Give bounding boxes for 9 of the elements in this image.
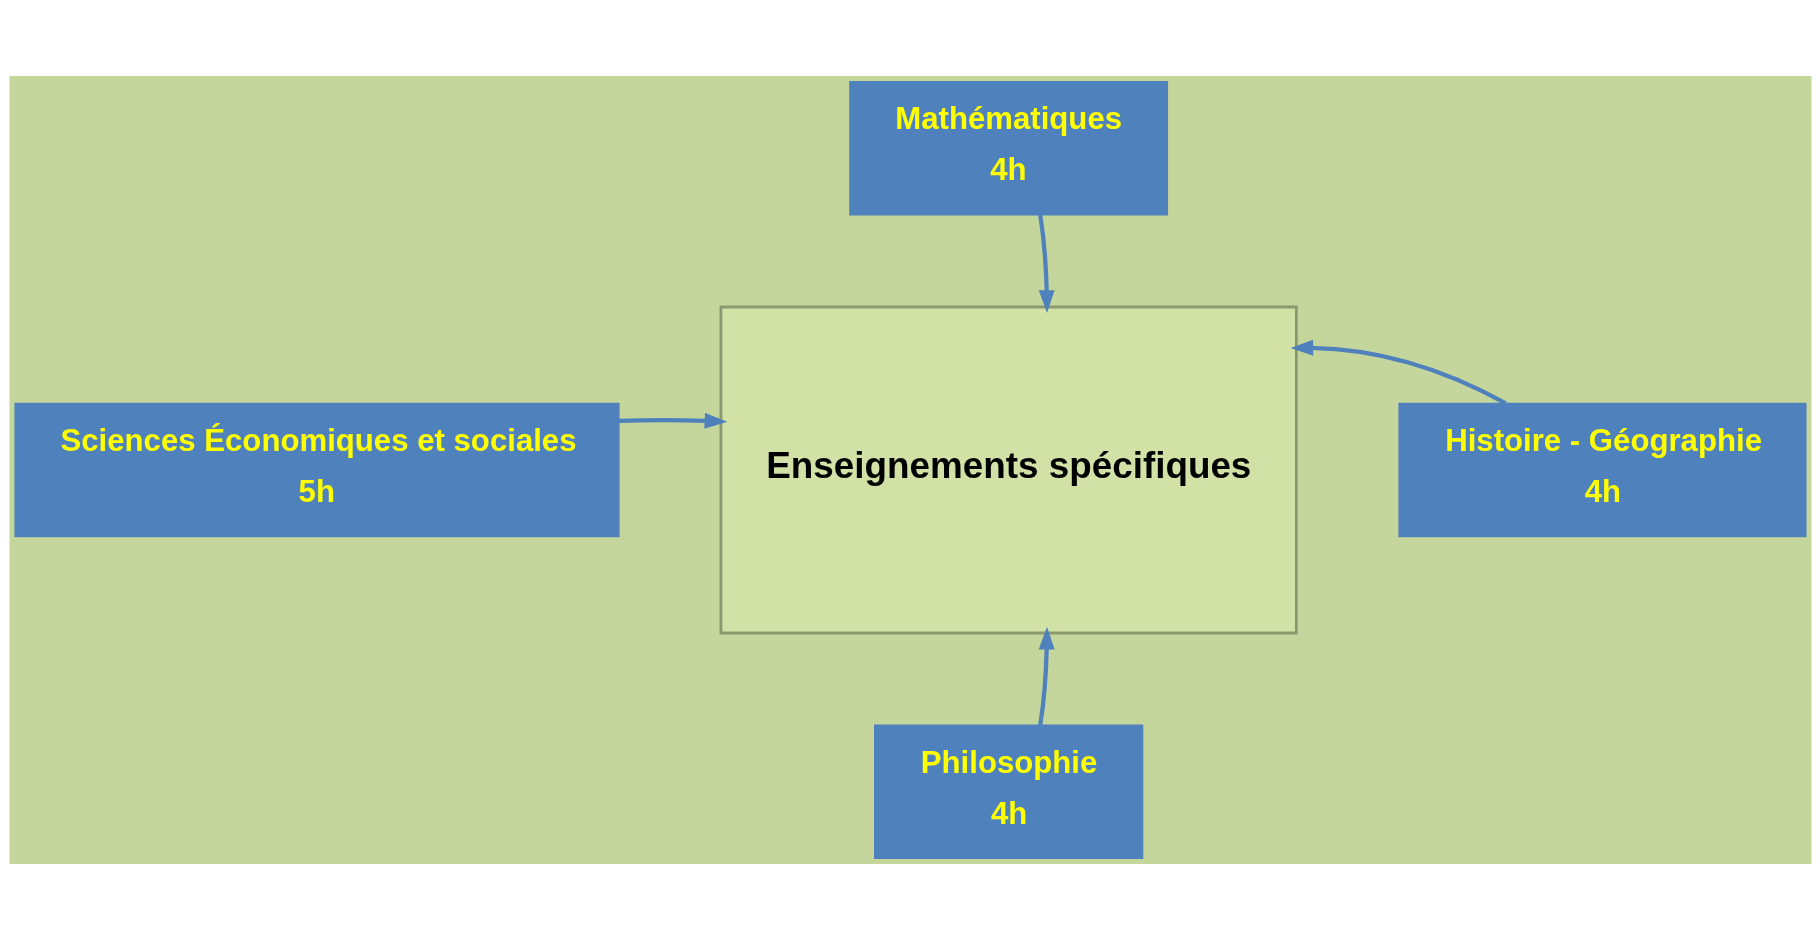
node-box: Enseignements spécifiques bbox=[719, 305, 1298, 634]
node-box: Histoire - Géographie 4h bbox=[1397, 402, 1807, 537]
node-box: Philosophie 4h bbox=[873, 723, 1143, 859]
arrow bbox=[1037, 626, 1055, 725]
node-box: Sciences Économiques et sociales 5h bbox=[13, 402, 620, 537]
arrow bbox=[618, 412, 727, 429]
node-box: Mathématiques 4h bbox=[848, 80, 1168, 216]
arrow bbox=[1037, 214, 1055, 313]
arrow bbox=[1289, 339, 1507, 405]
